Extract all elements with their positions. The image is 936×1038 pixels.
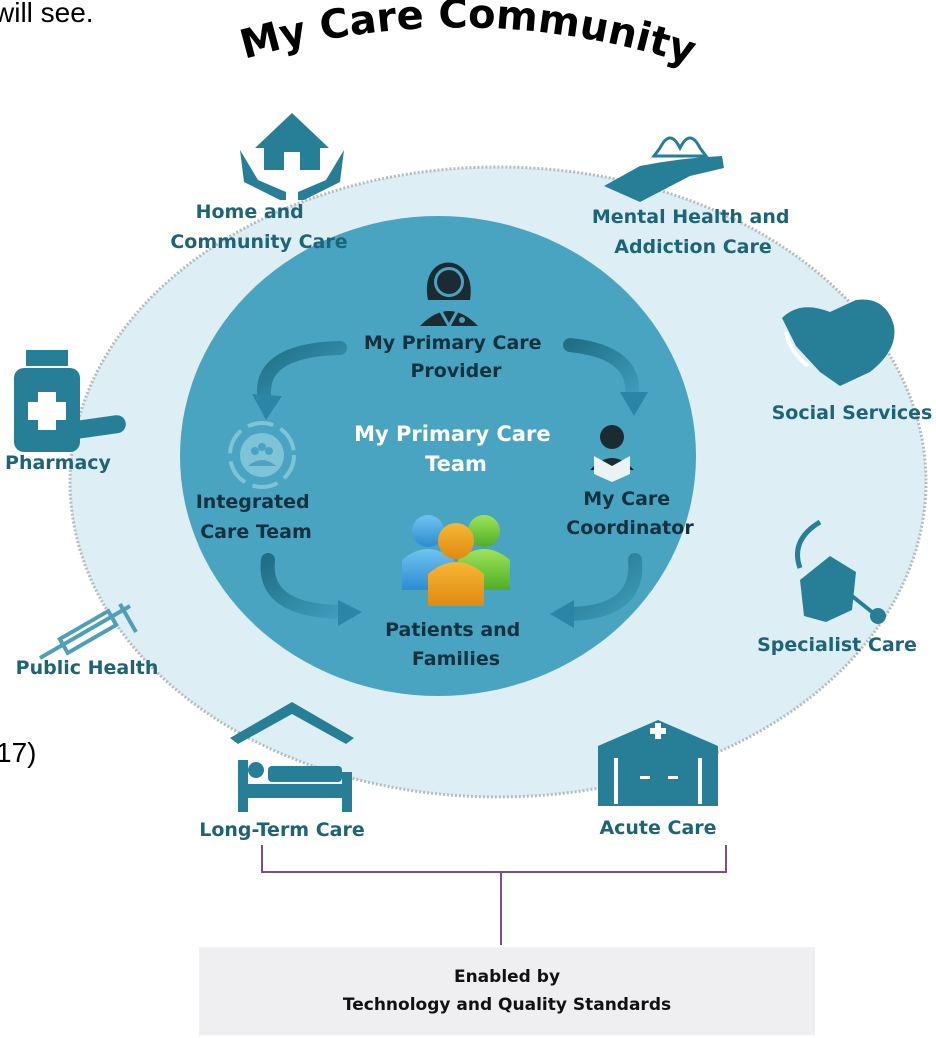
enabled-by-line1: Enabled by — [453, 967, 561, 987]
primary-care-team-title: My Primary Care Team — [354, 422, 558, 476]
mental-health-label: Mental Health and Addiction Care — [592, 206, 796, 258]
handshake-icon — [782, 299, 895, 386]
title-my-care-community: My Care Community — [235, 0, 701, 74]
arrowhead-left-bottom — [550, 600, 574, 628]
integrated-team-icon — [228, 421, 296, 489]
arrowhead-right-bottom — [338, 600, 362, 626]
cycle-arrows — [256, 338, 643, 621]
enabled-by-bracket — [261, 845, 727, 945]
arrowhead-down-left — [252, 394, 282, 420]
provider-label: My Primary Care Provider — [364, 332, 548, 382]
hospital-building-icon — [598, 720, 718, 806]
lotus-hand-icon — [604, 136, 724, 202]
cropped-text-left: 17) — [0, 737, 36, 768]
syringe-icon — [38, 603, 138, 660]
stethoscope-hand-icon — [795, 519, 886, 624]
patients-families-label: Patients and Families — [385, 619, 527, 670]
doctor-icon — [420, 262, 478, 330]
home-community-label: Home and Community Care — [170, 201, 347, 253]
primary-care-circle — [180, 216, 696, 696]
specialist-care-label: Specialist Care — [757, 634, 917, 656]
arrow-integrated-to-patients — [260, 553, 352, 619]
arrow-provider-to-coordinator — [563, 338, 640, 405]
acute-care-label: Acute Care — [599, 817, 716, 839]
bed-icon — [230, 702, 354, 812]
social-services-label: Social Services — [772, 402, 933, 424]
home-in-hands-icon — [240, 113, 344, 200]
arrow-coordinator-to-patients — [559, 553, 643, 621]
integrated-care-label: Integrated Care Team — [196, 491, 317, 543]
patients-families-icon — [402, 515, 510, 606]
pharmacy-bottle-icon — [14, 350, 126, 452]
cropped-text-top: will see. — [0, 0, 94, 28]
coordinator-reading-icon — [590, 425, 634, 482]
public-health-label: Public Health — [16, 657, 159, 679]
enabled-by-line2: Technology and Quality Standards — [342, 995, 672, 1015]
arrowhead-down-right — [620, 392, 648, 416]
arrow-provider-to-integrated — [256, 341, 347, 409]
long-term-care-label: Long-Term Care — [199, 819, 365, 841]
enabled-by-box: Enabled by Technology and Quality Standa… — [199, 947, 815, 1035]
pharmacy-label: Pharmacy — [5, 452, 112, 474]
care-coordinator-label: My Care Coordinator — [566, 488, 694, 539]
arrow-heads — [252, 392, 648, 628]
